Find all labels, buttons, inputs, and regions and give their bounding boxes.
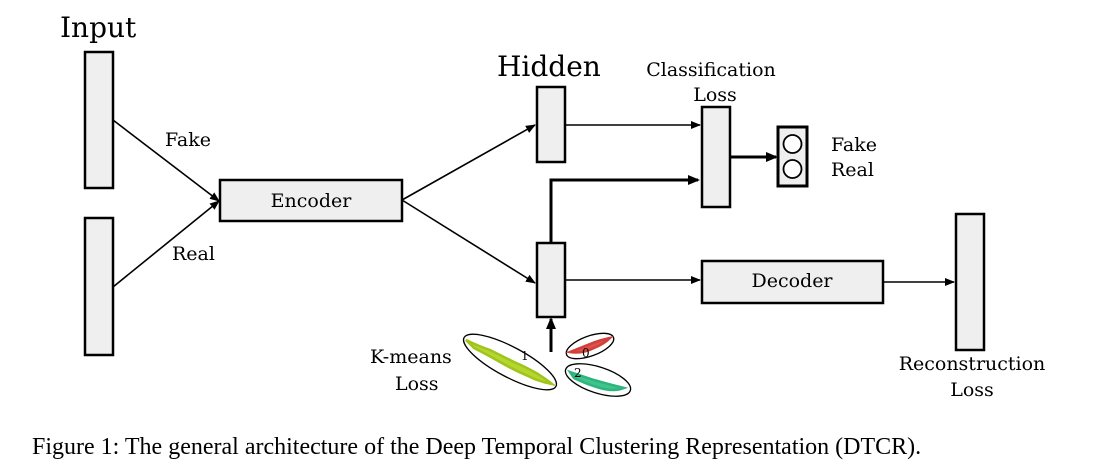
output-real-label: Real <box>831 159 874 181</box>
output-real-node <box>782 159 803 179</box>
hidden-title: Hidden <box>497 50 601 83</box>
output-fake-label: Fake <box>831 134 877 156</box>
classification-loss-label-line2: Loss <box>693 84 737 106</box>
reconstruction-block <box>954 212 986 352</box>
encoder-label: Encoder <box>271 190 353 212</box>
decoder-block <box>700 259 885 305</box>
reconstruction-loss-label-line2: Loss <box>950 379 994 401</box>
decoder-label: Decoder <box>751 270 833 292</box>
kmeans-loss-label-line2: Loss <box>395 373 439 395</box>
cluster-0-label: 0 <box>582 346 590 360</box>
classification-block <box>700 105 732 209</box>
cluster-0-ellipse: 0 <box>565 332 615 360</box>
input-fake-block <box>83 50 115 190</box>
cluster-1-label: 1 <box>521 349 529 363</box>
real-edge-label: Real <box>172 243 215 265</box>
cluster-2-ellipse: 2 <box>564 363 632 397</box>
kmeans-loss-label-line1: K-means <box>370 346 452 368</box>
real-to-encoder-arrow <box>112 200 220 288</box>
output-fake-node <box>782 134 803 154</box>
fake-edge-label: Fake <box>165 129 211 151</box>
classification-loss-label-line1: Classification <box>646 59 776 81</box>
fake-to-encoder-arrow <box>112 119 220 202</box>
hidden-real-to-classifier-arrow <box>549 175 700 243</box>
figure-caption: Figure 1: The general architecture of th… <box>32 434 921 460</box>
input-real-block <box>83 216 115 357</box>
cluster-1-ellipse: 1 <box>462 333 558 391</box>
cluster-2-label: 2 <box>574 366 582 380</box>
encoder-to-hidden-real-arrow <box>401 199 536 284</box>
input-title: Input <box>60 11 137 44</box>
encoder-to-hidden-fake-arrow <box>401 124 536 201</box>
reconstruction-loss-label-line1: Reconstruction <box>899 353 1046 375</box>
hidden-real-block <box>535 241 567 319</box>
hidden-fake-block <box>535 85 567 164</box>
